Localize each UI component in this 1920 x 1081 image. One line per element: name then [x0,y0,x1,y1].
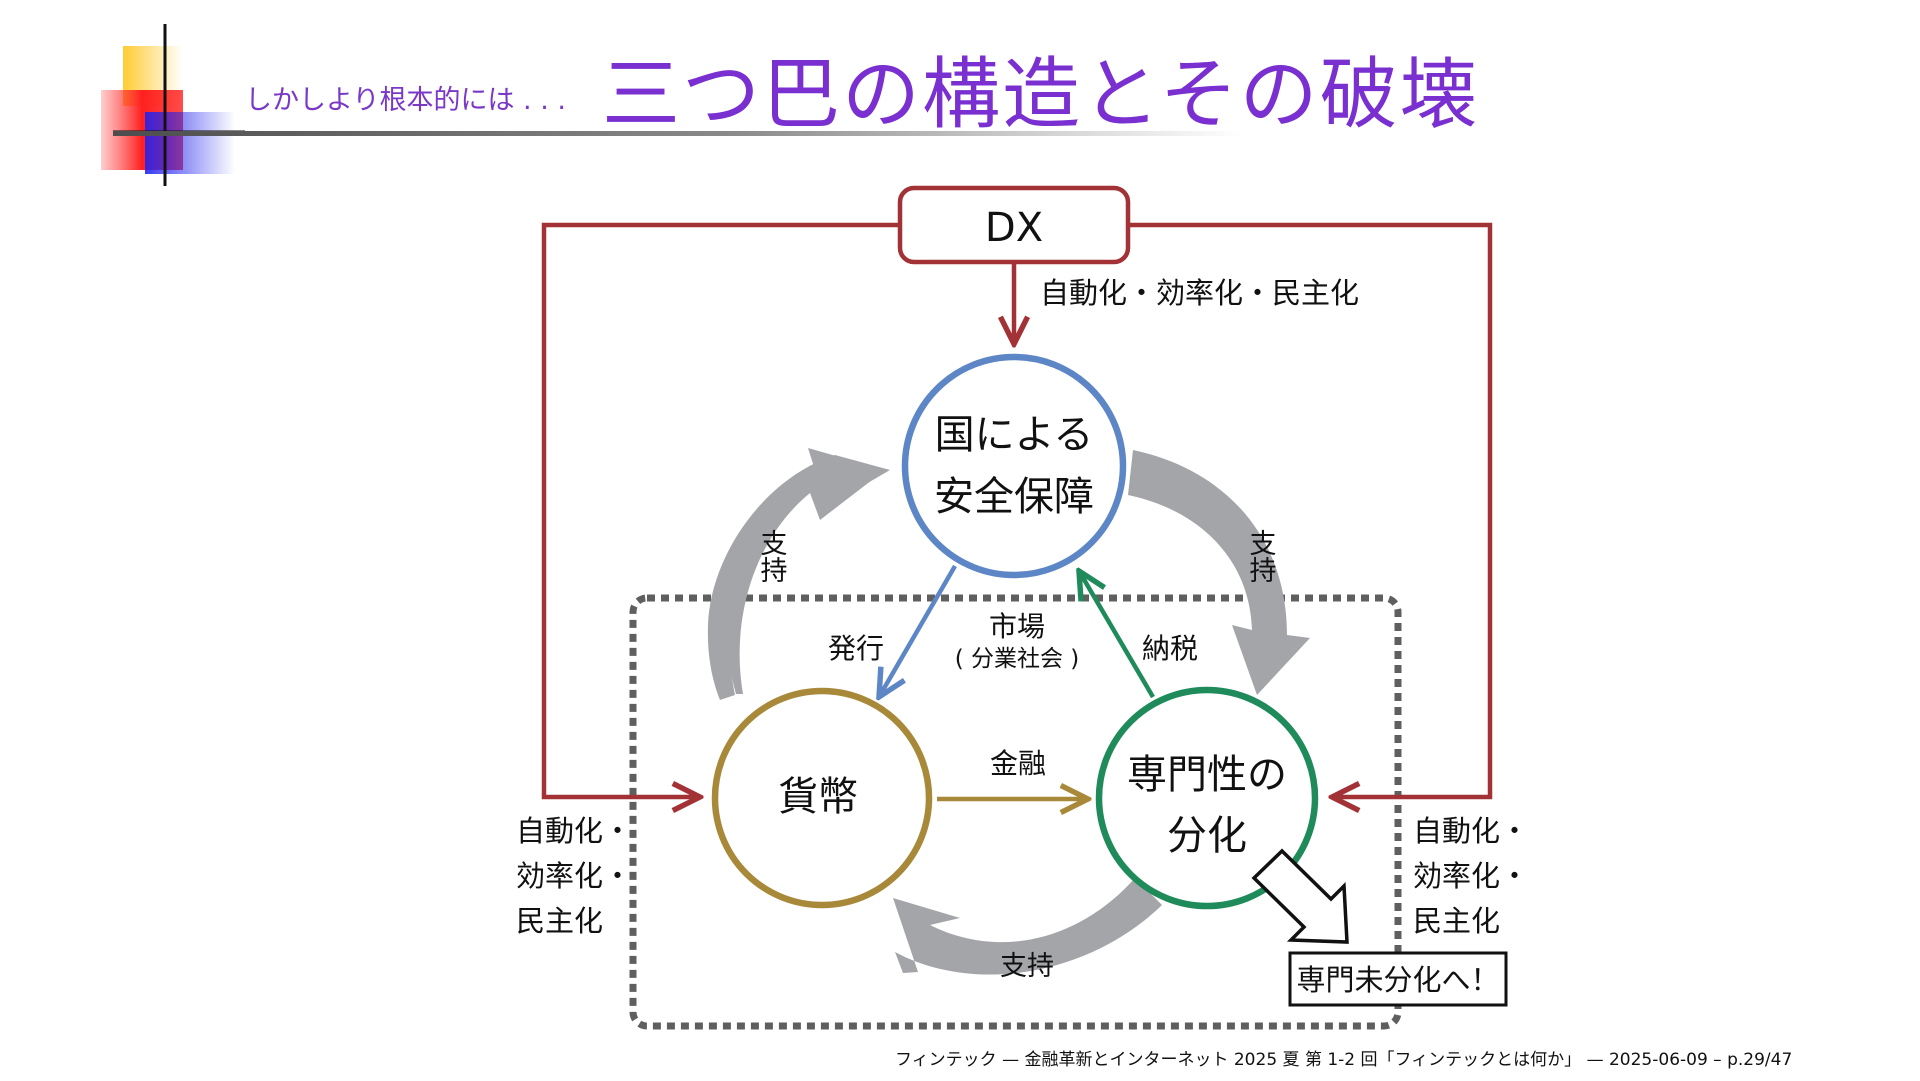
dx-loop-left [541,222,900,797]
tax-arrow [1079,571,1155,699]
side-left-line3: 民主化 [516,904,603,938]
node-security-line1: 国による [935,412,1094,458]
dx-box [897,185,1131,265]
dx-loop-right [1128,222,1493,797]
dx-arrow-label: 自動化・効率化・民主化 [1040,276,1359,310]
slide-subtitle: しかしより根本的には . . . [245,85,566,116]
support-arrow-right [1128,450,1310,695]
side-left-line1: 自動化・ [516,814,632,848]
issue-arrow [879,564,957,697]
callout-box [1288,951,1508,1007]
side-right-line2: 効率化・ [1413,859,1529,893]
logo-blue-square [145,112,235,174]
slide-footer: フィンテック — 金融革新とインターネット 2025 夏 第 1-2 回「フィン… [895,1050,1793,1070]
node-specialization-line2: 分化 [1167,813,1247,859]
side-right-line1: 自動化・ [1413,814,1529,848]
tax-label: 納税 [1142,632,1198,665]
market-sublabel: ( 分業社会 ) [955,646,1080,672]
support-right-char2: 持 [1250,556,1277,587]
side-right-line3: 民主化 [1413,904,1500,938]
finance-label: 金融 [990,747,1046,780]
node-security [901,353,1127,579]
callout-arrow [1251,848,1349,944]
side-left-line2: 効率化・ [516,859,632,893]
market-boundary [629,594,1402,1030]
title-rule [113,131,1243,136]
node-currency-label: 貨幣 [778,774,858,820]
support-left-char2: 持 [761,556,788,587]
dx-label: DX [985,205,1043,251]
support-bottom-label: 支持 [1000,951,1054,982]
slide-title: 三つ巴の構造とその破壊 [602,50,1480,140]
issue-label: 発行 [828,632,884,665]
support-arrow-bottom [893,878,1162,975]
node-security-line2: 安全保障 [934,474,1094,520]
node-specialization-line1: 専門性の [1127,752,1287,798]
support-arrow-left-body [707,455,890,700]
node-specialization [1095,686,1319,910]
support-right-char1: 支 [1250,529,1277,560]
support-left-char1: 支 [761,529,788,560]
callout-label: 専門未分化へ！ [1296,963,1499,997]
market-label: 市場 [989,610,1045,643]
node-currency [711,687,933,909]
